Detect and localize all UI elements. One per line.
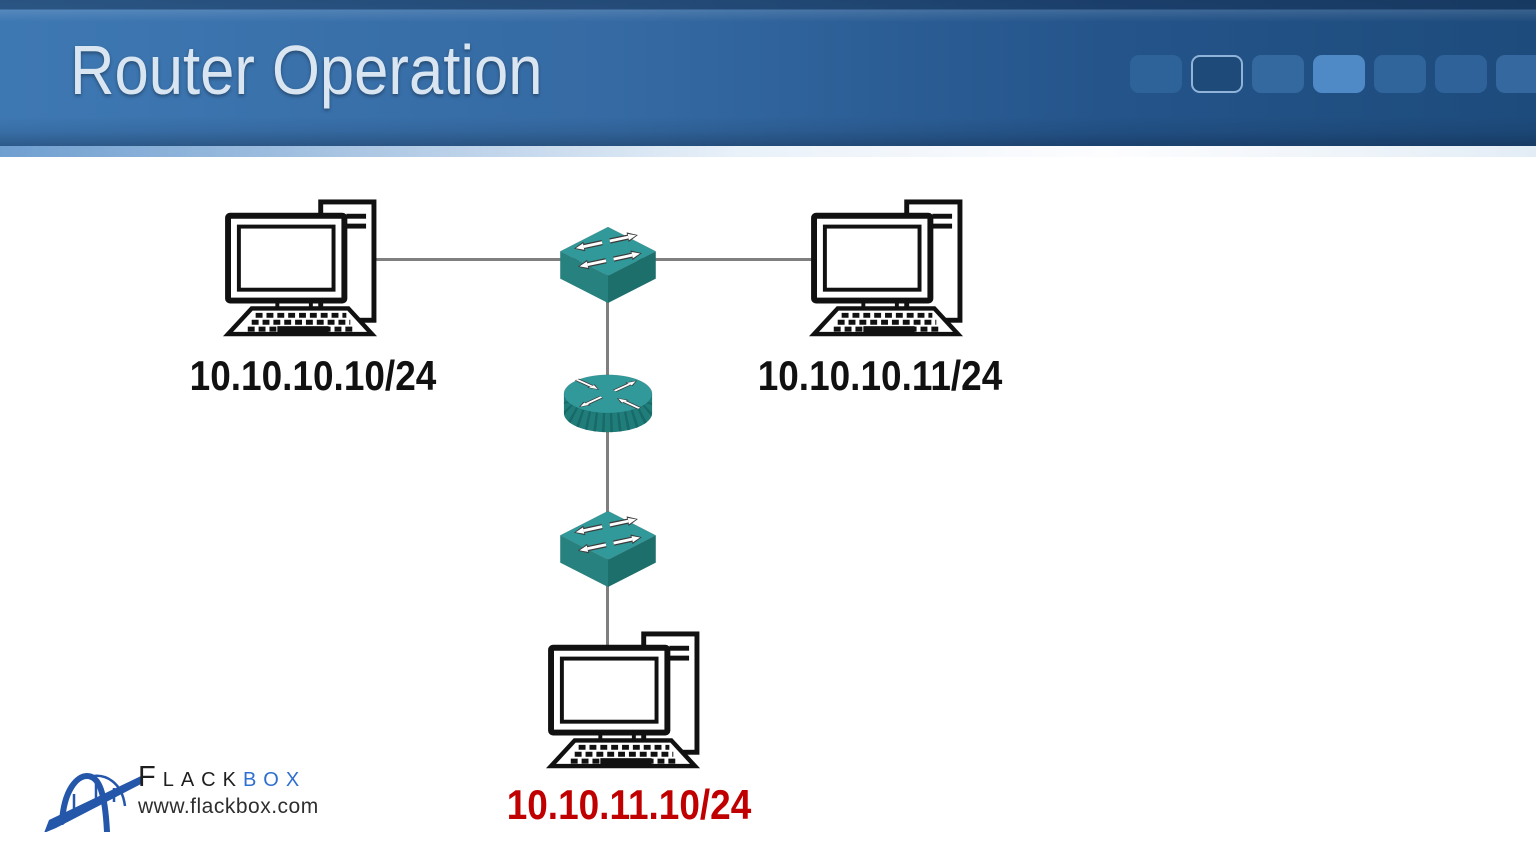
switch-top (558, 226, 658, 304)
website-text: www.flackbox.com (138, 795, 319, 818)
computer-left (222, 198, 380, 338)
bridge-icon (44, 772, 143, 832)
computer-bottom (545, 630, 703, 770)
decor-square (1435, 55, 1487, 93)
decor-squares (1130, 55, 1536, 93)
computer-icon (545, 630, 703, 770)
header-banner: Router Operation (0, 0, 1536, 146)
router-icon (560, 369, 656, 438)
brand-part-box: box (242, 761, 307, 793)
switch-icon (558, 510, 658, 588)
flackbox-logo: Flackbox www.flackbox.com (44, 754, 319, 832)
ip-label-left: 10.10.10.10/24 (189, 352, 437, 399)
switch-icon (558, 226, 658, 304)
computer-right (808, 198, 966, 338)
ip-label-right: 10.10.10.11/24 (757, 352, 1003, 399)
decor-square (1496, 55, 1536, 93)
page-title: Router Operation (70, 31, 543, 109)
header-gradient-strip (0, 146, 1536, 157)
computer-icon (808, 198, 966, 338)
decor-square (1374, 55, 1426, 93)
router (560, 369, 656, 438)
computer-icon (222, 198, 380, 338)
decor-square (1252, 55, 1304, 93)
decor-square (1313, 55, 1365, 93)
decor-square (1130, 55, 1182, 93)
link-switch-router-switch-vertical (606, 259, 609, 652)
switch-bottom (558, 510, 658, 588)
decor-square (1191, 55, 1243, 93)
brand-name: Flackbox (138, 763, 319, 792)
logo-text: Flackbox www.flackbox.com (138, 754, 319, 819)
brand-part-flack: Flack (138, 761, 243, 793)
ip-label-bottom: 10.10.11.10/24 (506, 781, 752, 828)
